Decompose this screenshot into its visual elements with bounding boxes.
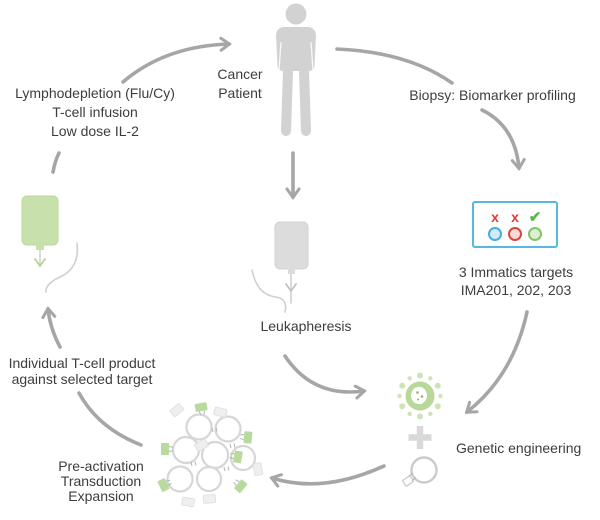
label-manufacturing: Pre-activation Transduction Expansion: [41, 459, 161, 504]
label-lymphodepletion-line-3: Low dose IL-2: [51, 123, 139, 139]
green-drip-arrow: [34, 258, 46, 268]
label-biopsy: Biopsy: Biomarker profiling: [409, 87, 576, 103]
label-tcell-product: Individual T-cell product against select…: [0, 355, 164, 387]
leukapheresis-bag-icon: [251, 221, 309, 313]
label-cancer-patient: Cancer Patient: [203, 65, 277, 103]
patient-head: [285, 3, 307, 25]
product-bag-icon: [21, 195, 79, 293]
label-targets: 3 Immatics targets IMA201, 202, 203: [438, 263, 594, 299]
label-lymphodepletion: Lymphodepletion (Flu/Cy) T-cell infusion…: [5, 84, 185, 141]
virus-core: [411, 386, 427, 405]
plasmid-insert: [401, 475, 415, 487]
label-lymphodepletion-line-1: Lymphodepletion (Flu/Cy): [15, 85, 175, 101]
patient-icon: [276, 3, 316, 136]
plasmid-ticks: [408, 472, 417, 481]
patient-arm-gaps: [278, 41, 314, 71]
arrow-product-to-bag: [48, 309, 62, 349]
green-bag-body: [21, 195, 59, 246]
gray-bag-nozzle: [288, 268, 295, 274]
arrow-targets-to-engineering: [467, 310, 529, 412]
green-well-icon: [528, 226, 542, 241]
green-bag-nozzle: [36, 244, 44, 250]
label-targets-line-2: IMA201, 202, 203: [460, 282, 572, 298]
biomarker-card: x x ✔: [472, 201, 558, 248]
arrow-patient-to-biopsy: [335, 47, 454, 85]
blue-well-icon: [488, 226, 502, 241]
membrane-ticks: [190, 427, 236, 472]
virus-spikes: [397, 372, 443, 420]
patient-legs: [281, 66, 311, 136]
cross-mark-icon: x: [511, 208, 519, 225]
label-manufacturing-line-1: Pre-activation: [58, 458, 144, 474]
label-manufacturing-line-3: Expansion: [68, 488, 134, 504]
virus-icon: [397, 372, 443, 420]
gray-bag-body: [274, 221, 309, 270]
faint-receptors: [169, 403, 264, 508]
gray-bag-line: [251, 269, 287, 313]
label-genetic-engineering: Genetic engineering: [456, 440, 582, 456]
check-mark-icon: ✔: [528, 208, 542, 226]
cross-mark-icon: x: [491, 208, 499, 225]
virus-core-dots: [416, 391, 424, 401]
plus-icon: [408, 426, 432, 449]
patient-torso: [276, 27, 316, 71]
green-bag-line: [45, 242, 79, 293]
label-leukapheresis: Leukapheresis: [260, 318, 352, 334]
arrow-infusion-to-patient: [121, 44, 229, 84]
label-tcell-product-line-1: Individual T-cell product: [8, 355, 156, 371]
plus-shape: [408, 426, 432, 449]
red-well-icon: [508, 226, 522, 241]
arrow-bag-to-infusion: [51, 151, 61, 174]
label-targets-line-1: 3 Immatics targets: [458, 264, 574, 280]
label-tcell-product-line-2: against selected target: [11, 371, 153, 387]
plasmid-ring: [410, 456, 438, 484]
biomarker-marks-row: x x ✔: [485, 208, 545, 226]
label-cancer-patient-line-1: Cancer: [217, 66, 263, 82]
gray-drip-arrow: [285, 283, 297, 293]
label-lymphodepletion-line-2: T-cell infusion: [52, 104, 138, 120]
arrow-leukapheresis-to-engineering: [283, 354, 364, 392]
label-cancer-patient-line-2: Patient: [218, 85, 262, 101]
arrow-engineering-to-expansion: [272, 464, 386, 484]
plasmid-icon: [401, 456, 438, 487]
green-receptors: [157, 402, 253, 493]
label-manufacturing-line-2: Transduction: [60, 473, 142, 489]
biomarker-wells-row: [488, 226, 542, 241]
arrow-expansion-to-product: [77, 391, 143, 447]
cycle-arrows: [48, 44, 529, 484]
arrow-biopsy-to-targets: [480, 108, 519, 168]
cell-cluster-icon: [157, 402, 264, 508]
